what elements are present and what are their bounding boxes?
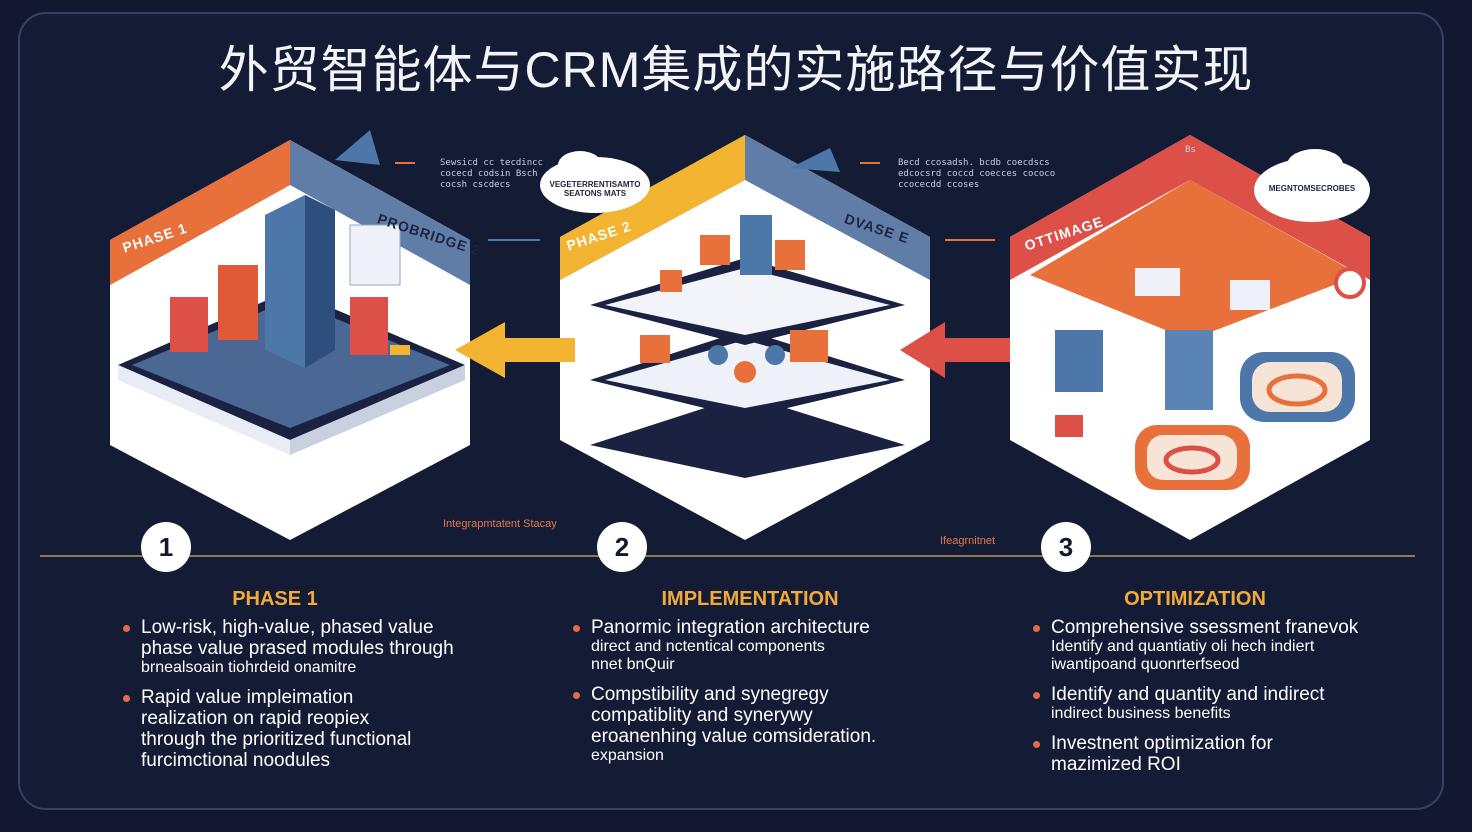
bullet-line: direct and nctentical components	[591, 638, 825, 655]
bullet-line: furcimctional noodules	[141, 750, 331, 771]
cloud-3-label: MEGNTOMSECROBES	[1268, 184, 1356, 193]
phase-3-title: OPTIMIZATION	[1124, 588, 1266, 610]
step-2-badge: 2	[597, 522, 647, 572]
bullet-item: Investnent optimization for mazimized RO…	[1033, 733, 1423, 775]
bullet-line: Low-risk, high-value, phased value	[141, 617, 434, 638]
phase-2-bullets: Panormic integration architecture direct…	[573, 617, 953, 775]
bullet-item: Compstibility and synegregy compatiblity…	[573, 684, 953, 765]
bullet-line: compatiblity and synerywy	[591, 705, 813, 726]
bullet-item: Panormic integration architecture direct…	[573, 617, 953, 674]
bullet-line: Panormic integration architecture	[591, 617, 870, 638]
hex-1-note: Sewsicd cc tecdincc cocecd codsin Bsch c…	[440, 158, 543, 190]
step-3-badge: 3	[1041, 522, 1091, 572]
bullet-line: realization on rapid reopiex	[141, 708, 370, 729]
hex-3-note: Bs	[1185, 145, 1196, 155]
bullet-line: Rapid value impleimation	[141, 687, 354, 708]
timeline-note-1: Integrapmtatent Stacay	[443, 518, 557, 530]
bullet-line: indirect business benefits	[1051, 705, 1231, 722]
cloud-icon	[540, 151, 650, 213]
yellow-arrow-icon	[455, 322, 575, 378]
hex-phase-3	[1010, 135, 1370, 540]
phase-3-bullets: Comprehensive ssessment franevok Identif…	[1033, 617, 1423, 785]
bullet-line: eroanenhing value comsideration.	[591, 726, 877, 747]
hex-2-note: Becd ccosadsh. bcdb coecdscs edcocsrd co…	[898, 158, 1056, 190]
bullet-item: Identify and quantity and indirect indir…	[1033, 684, 1423, 723]
hex-phase-2	[560, 135, 930, 540]
bullet-line: Identify and quantity and indirect	[1051, 684, 1325, 705]
step-1-badge: 1	[141, 522, 191, 572]
bullet-line: Compstibility and synegregy	[591, 684, 829, 705]
cloud-2-label: VEGETERRENTISAMTO SEATONS MATS	[549, 180, 641, 198]
slide-title: 外贸智能体与CRM集成的实施路径与价值实现	[218, 42, 1254, 98]
timeline-note-2: Ifeagrnitnet	[940, 535, 996, 547]
bullet-line: Identify and quantiatiy oli hech indiert	[1051, 638, 1315, 655]
bullet-item: Low-risk, high-value, phased value phase…	[123, 617, 503, 677]
bullet-item: Rapid value impleimation realization on …	[123, 687, 503, 771]
cloud-icon	[1254, 149, 1370, 222]
timeline-line	[40, 555, 1415, 557]
bullet-line: brnealsoain tiohrdeid onamitre	[141, 659, 357, 676]
bullet-item: Comprehensive ssessment franevok Identif…	[1033, 617, 1423, 674]
bullet-line: through the prioritized functional	[141, 729, 412, 750]
bullet-line: nnet bnQuir	[591, 656, 675, 673]
bullet-line: mazimized ROI	[1051, 754, 1181, 775]
phase-2-title: IMPLEMENTATION	[661, 588, 839, 610]
phase-1-title: PHASE 1	[232, 588, 318, 610]
bullet-line: Comprehensive ssessment franevok	[1051, 617, 1359, 638]
bullet-line: phase value prased modules through	[141, 638, 454, 659]
bullet-line: expansion	[591, 747, 664, 764]
bullet-line: iwantipoand quonrterfseod	[1051, 656, 1240, 673]
hex-phase-1	[110, 130, 470, 540]
bullet-line: Investnent optimization for	[1051, 733, 1273, 754]
red-arrow-icon	[900, 322, 1025, 378]
phase-1-bullets: Low-risk, high-value, phased value phase…	[123, 617, 503, 781]
